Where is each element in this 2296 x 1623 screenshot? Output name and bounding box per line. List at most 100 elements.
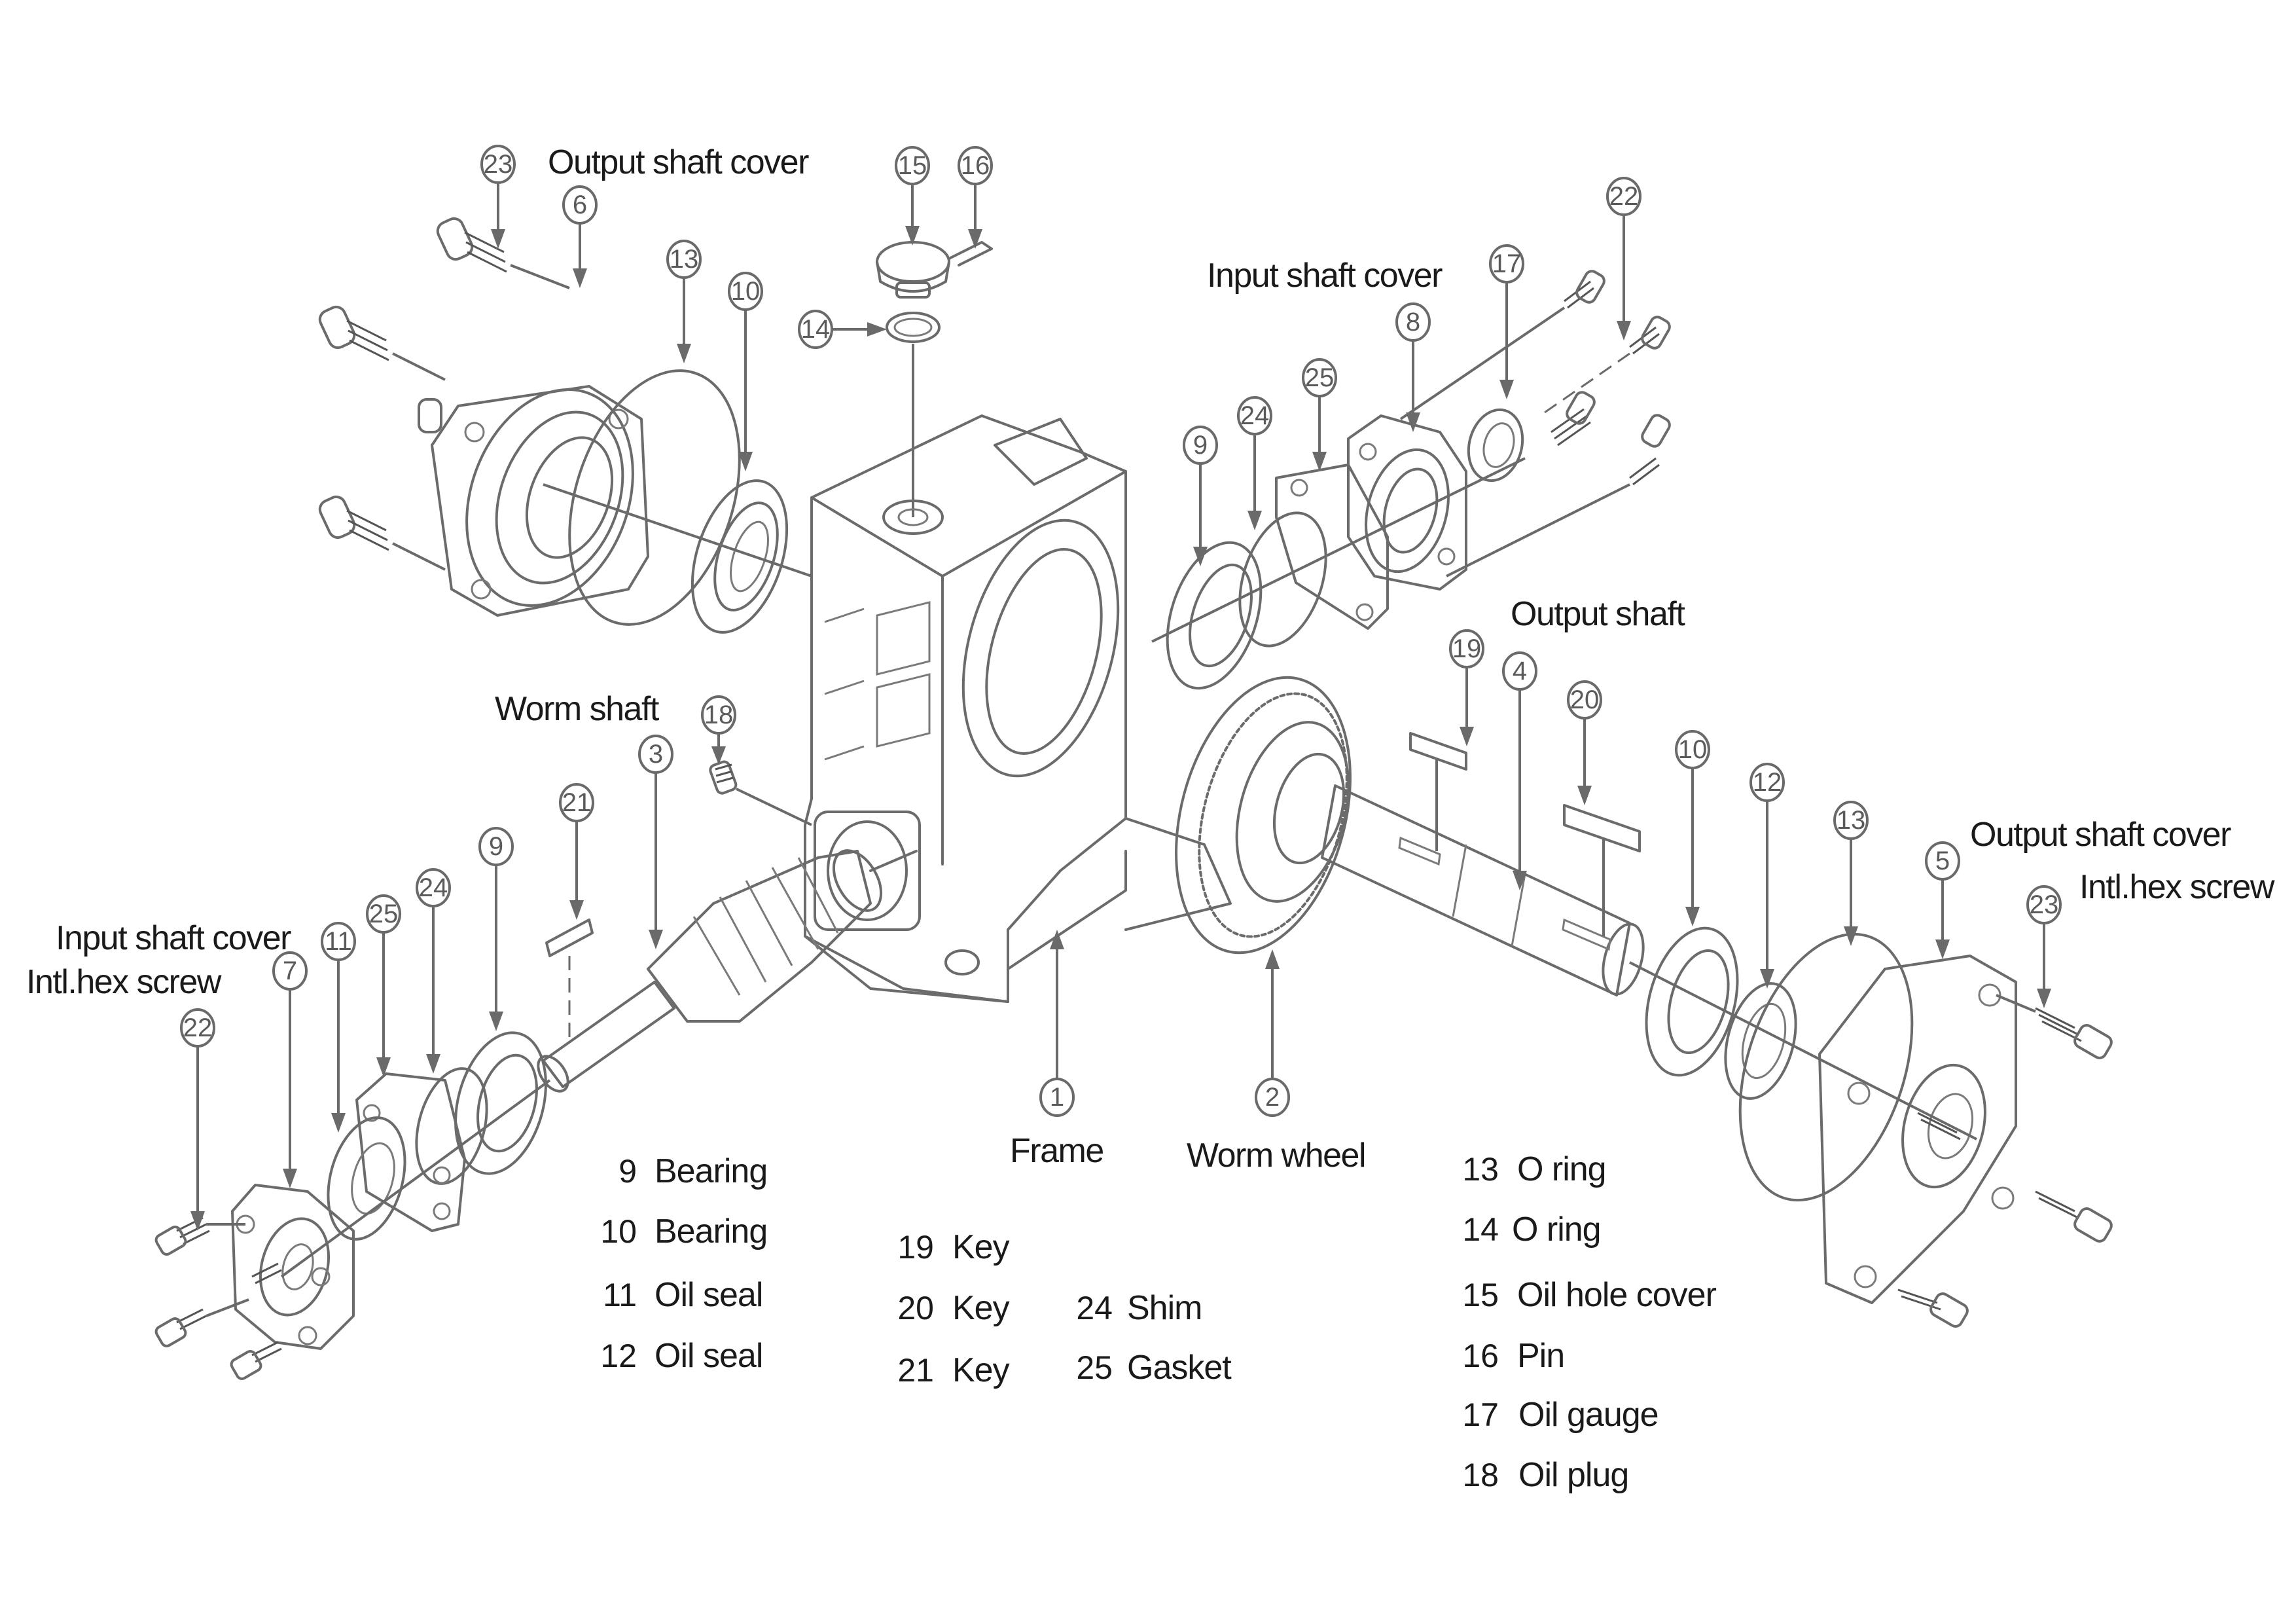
svg-text:Bearing: Bearing [655, 1213, 767, 1250]
svg-text:12: 12 [1753, 768, 1782, 797]
callout-4: 4 [1502, 651, 1537, 890]
callout-22-left: 22 [180, 1008, 215, 1231]
svg-text:7: 7 [283, 957, 297, 985]
svg-text:2: 2 [1265, 1083, 1280, 1112]
svg-text:17: 17 [1462, 1396, 1499, 1433]
svg-text:3: 3 [649, 740, 663, 769]
callout-5: 5 [1925, 841, 1960, 959]
callout-24-top: 24 [1237, 396, 1272, 530]
svg-text:9: 9 [489, 832, 503, 861]
svg-text:4: 4 [1513, 657, 1527, 685]
svg-text:Key: Key [952, 1228, 1010, 1266]
svg-text:Key: Key [952, 1351, 1010, 1389]
intl-hex-screw-set-top-right [1399, 270, 1671, 577]
output-shaft [1321, 784, 1645, 996]
svg-text:Oil seal: Oil seal [655, 1337, 762, 1375]
label-output-shaft-cover-top: Output shaft cover [548, 143, 809, 181]
svg-text:5: 5 [1935, 847, 1950, 875]
key-20 [1563, 804, 1641, 852]
label-worm-shaft: Worm shaft [495, 690, 660, 728]
callout-7: 7 [272, 951, 308, 1188]
gasket-25-top [1275, 464, 1389, 630]
oil-gauge [1467, 408, 1524, 483]
svg-text:9: 9 [1193, 431, 1208, 460]
svg-text:O ring: O ring [1512, 1211, 1601, 1249]
svg-text:O ring: O ring [1517, 1150, 1606, 1188]
screw [318, 305, 446, 381]
svg-text:10: 10 [1678, 735, 1708, 764]
bearing-9-left [454, 1031, 547, 1175]
svg-text:20: 20 [1570, 685, 1600, 714]
svg-text:Pin: Pin [1517, 1337, 1564, 1375]
svg-text:11: 11 [603, 1277, 637, 1313]
oil-plug [709, 760, 812, 826]
svg-text:23: 23 [484, 150, 513, 179]
label-intl-hex-screw-right: Intl.hex screw [2079, 868, 2275, 906]
label-worm-wheel: Worm wheel [1187, 1137, 1365, 1175]
svg-text:Shim: Shim [1127, 1289, 1202, 1327]
svg-text:9: 9 [619, 1153, 637, 1190]
svg-text:6: 6 [573, 191, 587, 219]
screw [318, 495, 446, 571]
svg-text:14: 14 [801, 315, 831, 344]
label-intl-hex-screw-left: Intl.hex screw [26, 963, 222, 1001]
svg-text:24: 24 [419, 873, 448, 902]
label-input-shaft-cover-left: Input shaft cover [56, 919, 291, 957]
label-input-shaft-cover-top: Input shaft cover [1207, 257, 1443, 295]
callout-24-left: 24 [416, 868, 451, 1074]
svg-text:14: 14 [1462, 1211, 1499, 1248]
label-output-shaft: Output shaft [1511, 595, 1685, 633]
svg-text:12: 12 [600, 1338, 637, 1374]
o-ring-14 [886, 312, 941, 343]
axis-line [543, 483, 812, 577]
callout-22-top: 22 [1606, 177, 1641, 340]
svg-text:11: 11 [325, 927, 352, 956]
svg-text:20: 20 [897, 1290, 934, 1326]
callout-2: 2 [1255, 949, 1290, 1117]
pin [948, 241, 993, 266]
svg-text:25: 25 [369, 900, 399, 928]
screw [436, 217, 570, 289]
bearing-10-right [1645, 926, 1739, 1077]
svg-text:10: 10 [600, 1213, 637, 1250]
svg-text:16: 16 [1462, 1338, 1499, 1374]
oil-hole-cover [876, 241, 950, 299]
callout-9-left: 9 [478, 827, 514, 1031]
callout-3: 3 [638, 735, 673, 949]
svg-text:Oil hole cover: Oil hole cover [1517, 1276, 1717, 1314]
callout-11: 11 [321, 922, 356, 1133]
input-shaft-cover-top-right [1347, 414, 1467, 591]
callout-1: 1 [1039, 930, 1075, 1117]
svg-text:Bearing: Bearing [655, 1152, 767, 1190]
callout-14: 14 [798, 310, 887, 349]
svg-text:25: 25 [1305, 363, 1335, 392]
axis-line [1629, 961, 1977, 1140]
legend-item: 14 O ring [1462, 1211, 1601, 1249]
callout-20: 20 [1567, 680, 1602, 805]
svg-text:19: 19 [1452, 634, 1482, 663]
svg-text:18: 18 [704, 701, 734, 729]
callout-10-right: 10 [1675, 730, 1710, 926]
gasket-25-left [355, 1072, 466, 1232]
legend-item: 17 Oil gauge [1462, 1396, 1659, 1434]
callout-15: 15 [895, 146, 930, 246]
svg-text:13: 13 [670, 245, 699, 274]
callout-8: 8 [1395, 302, 1431, 432]
o-ring-13-top [568, 369, 741, 626]
axis-line [280, 1079, 551, 1278]
svg-text:Gasket: Gasket [1127, 1349, 1232, 1387]
svg-text:10: 10 [731, 277, 761, 306]
output-shaft-cover-right [1818, 955, 2017, 1304]
callout-13-right: 13 [1833, 801, 1869, 946]
worm-wheel [1175, 676, 1352, 955]
legend-item: 16 Pin [1462, 1337, 1565, 1375]
svg-text:Oil gauge: Oil gauge [1518, 1396, 1659, 1434]
legend-item: 12 Oil seal [600, 1337, 763, 1375]
label-output-shaft-cover-right: Output shaft cover [1970, 816, 2231, 854]
